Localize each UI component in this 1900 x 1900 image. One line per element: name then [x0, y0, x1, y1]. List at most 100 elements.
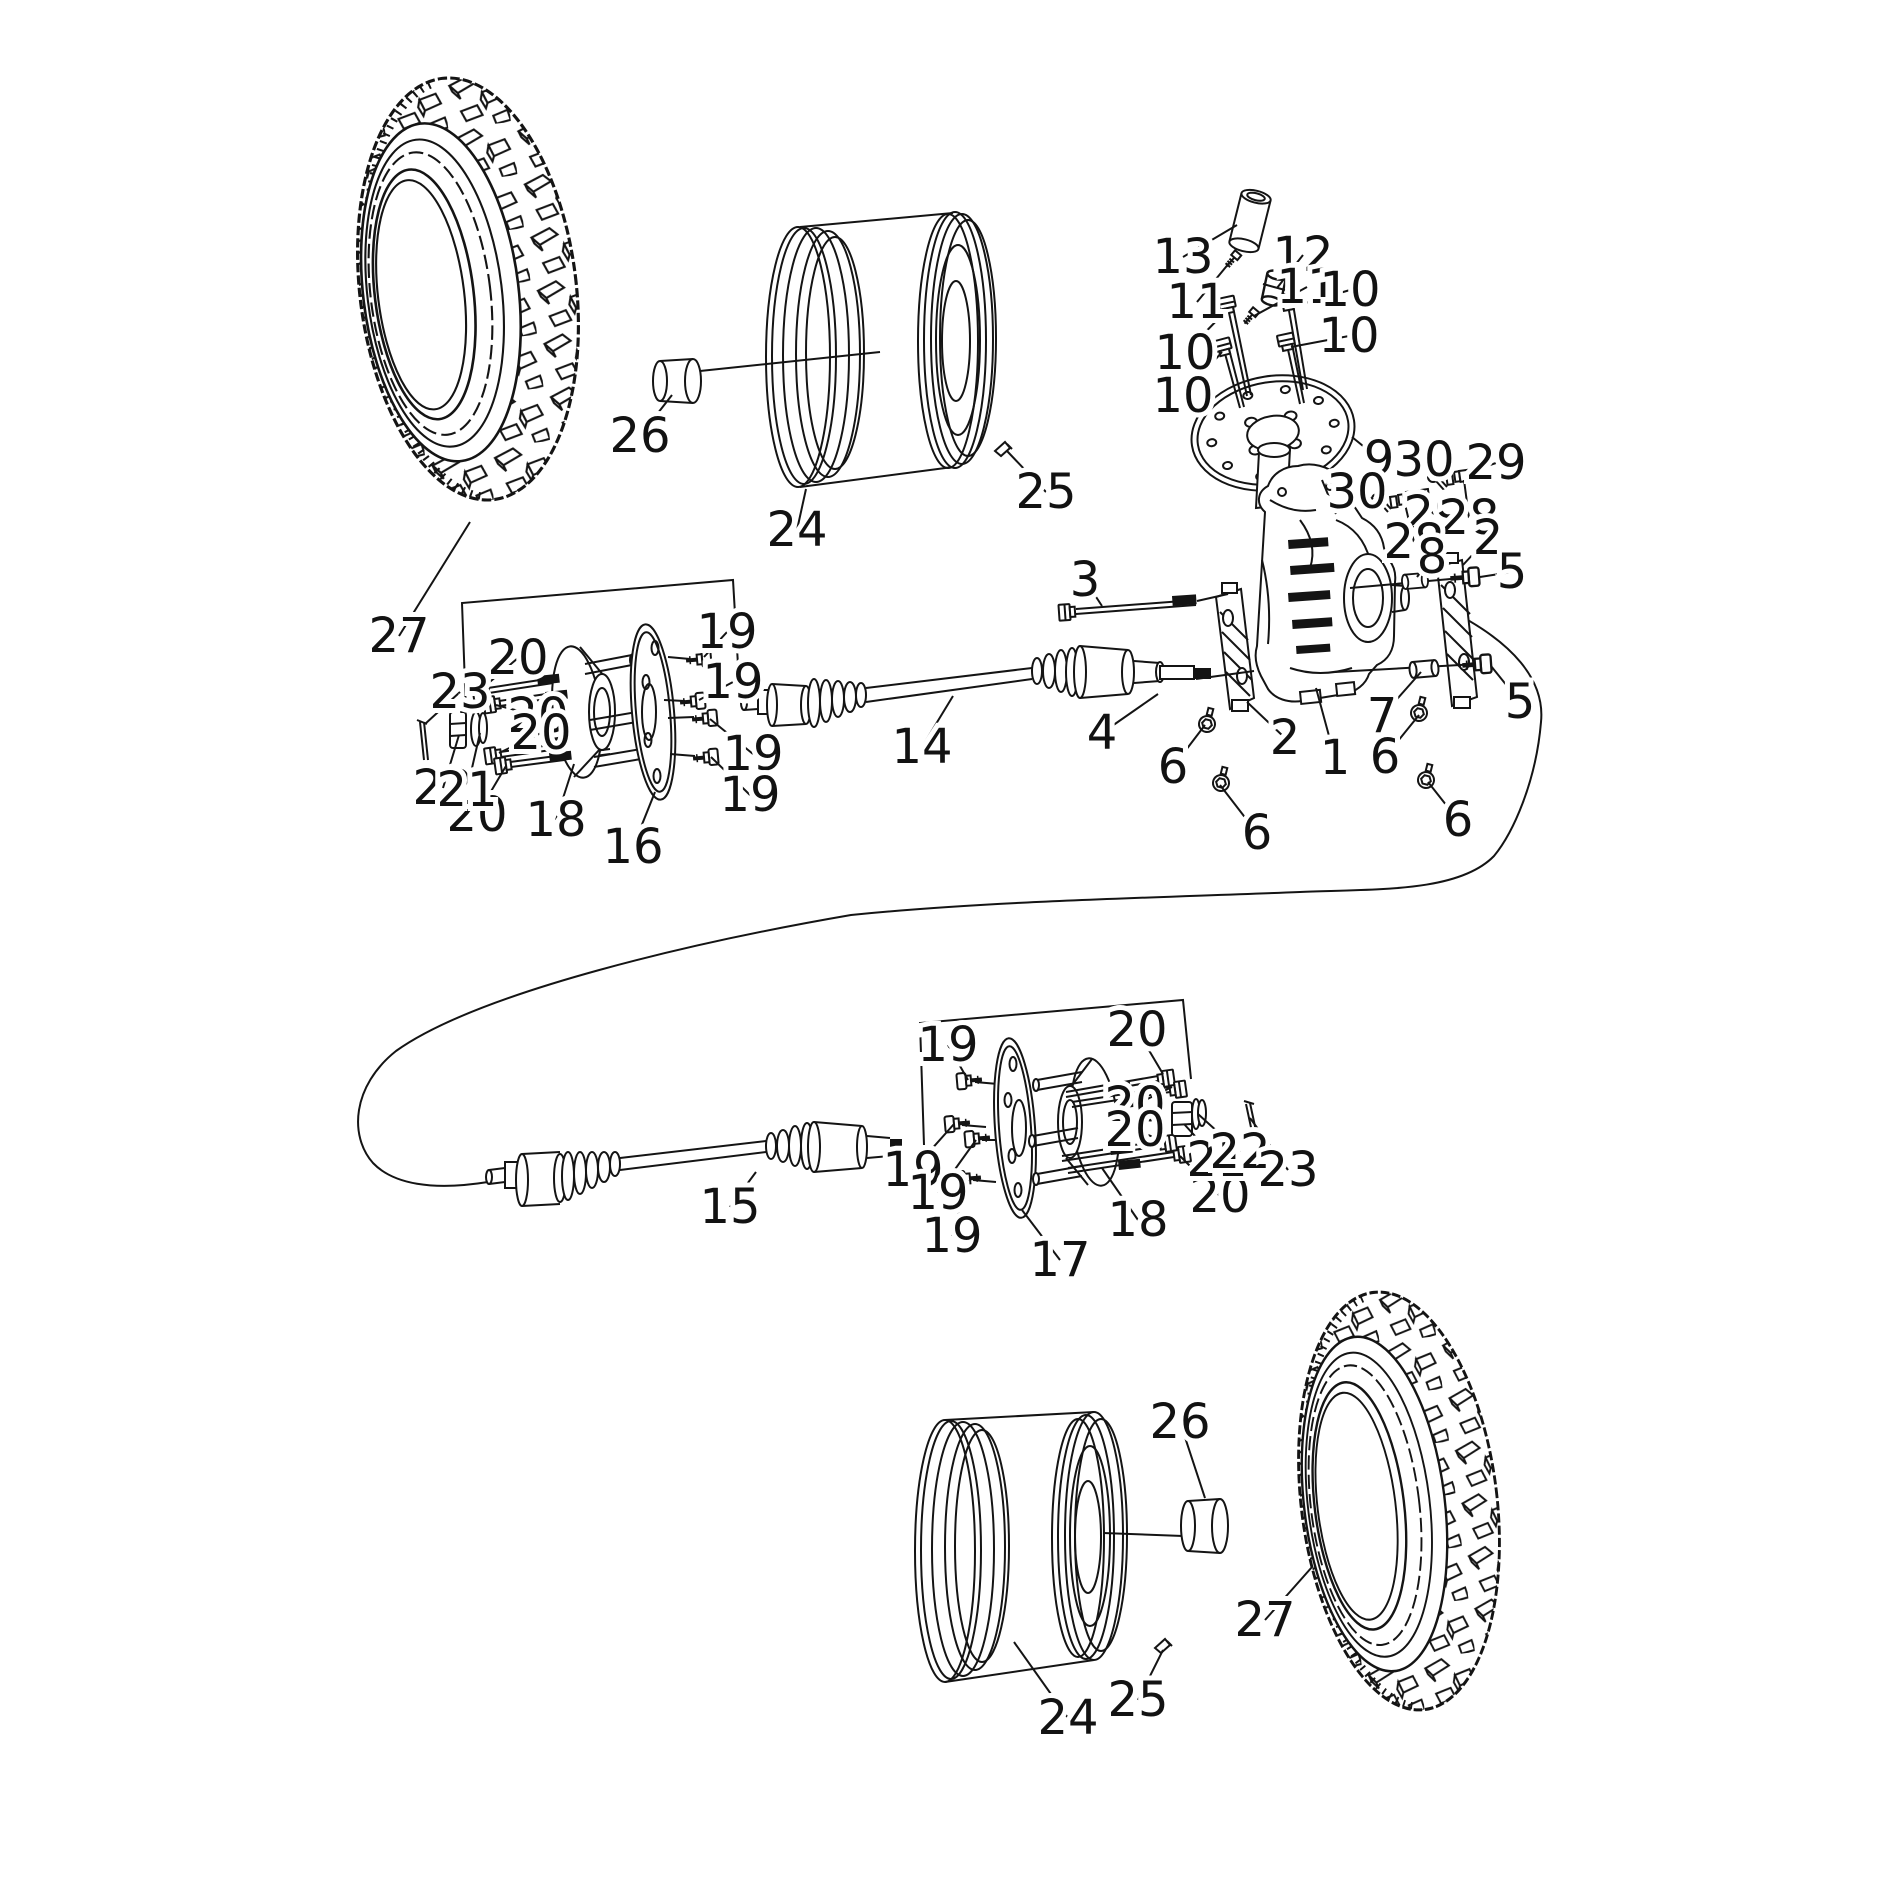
leader-line-part-24	[796, 488, 807, 531]
leader-line-part-20	[1179, 1155, 1221, 1197]
leader-line-part-20	[1136, 1029, 1164, 1075]
part-label-6: 6	[1370, 729, 1401, 785]
valve-stem-bottom	[1153, 1637, 1173, 1655]
part-label-19: 19	[702, 654, 763, 710]
part-label-6: 6	[1443, 792, 1474, 848]
part-label-20: 20	[507, 688, 568, 744]
leader-line-part-20	[1134, 1129, 1165, 1142]
part-label-22: 22	[412, 760, 473, 816]
part-label-19: 19	[882, 1142, 943, 1198]
leader-line-part-28	[1463, 479, 1470, 519]
leader-line-part-6	[1172, 724, 1206, 768]
leader-line-part-20	[498, 732, 542, 754]
part-label-28: 28	[1438, 490, 1499, 546]
part-label-19: 19	[719, 767, 780, 823]
part-label-19: 19	[696, 604, 757, 660]
part-label-18: 18	[525, 792, 586, 848]
wheel-studs-20-rear	[1061, 1068, 1193, 1174]
brake-disc-16	[629, 623, 677, 801]
part-label-30: 30	[1326, 464, 1387, 520]
leader-line-part-9	[1351, 436, 1380, 460]
leader-line-part-28	[1403, 499, 1415, 543]
part-label-20: 20	[487, 630, 548, 686]
leader-line-part-19	[698, 681, 734, 701]
part-label-26: 26	[1149, 1394, 1210, 1450]
part-label-20: 20	[1189, 1168, 1250, 1224]
part-label-14: 14	[891, 719, 952, 775]
part-label-3: 3	[1070, 552, 1101, 608]
part-label-12: 12	[1272, 227, 1333, 283]
lock-22-front	[449, 711, 467, 749]
part-label-19: 19	[907, 1165, 968, 1221]
caliper-bracket-left	[1214, 582, 1256, 712]
leader-line-part-19	[709, 718, 754, 755]
part-label-18: 18	[1107, 1192, 1168, 1248]
disc-bolts-10	[1212, 291, 1308, 409]
part-label-25: 25	[1015, 464, 1076, 520]
leader-line-part-2	[1462, 537, 1489, 566]
leader-line-part-19	[703, 631, 728, 658]
part-label-26: 26	[609, 408, 670, 464]
leader-line-part-21	[1183, 1123, 1218, 1161]
leader-line-part-17	[1021, 1209, 1061, 1261]
leader-line-part-4	[1101, 693, 1159, 734]
leader-line-part-23	[424, 691, 461, 725]
leader-line-part-20	[495, 704, 539, 717]
part-label-10: 10	[1319, 262, 1380, 318]
part-label-10: 10	[1154, 325, 1215, 381]
part-label-2: 2	[1473, 510, 1504, 566]
leader-line-part-18	[555, 763, 575, 821]
leader-line-part-2	[1246, 701, 1286, 739]
part-label-19: 19	[921, 1208, 982, 1264]
part-label-23: 23	[1257, 1142, 1318, 1198]
leader-line-part-7	[1381, 671, 1422, 717]
leader-line-part-19	[912, 1123, 955, 1171]
part-label-19: 19	[917, 1017, 978, 1073]
leader-line-part-26	[1179, 1421, 1206, 1499]
part-label-21: 21	[436, 762, 497, 818]
leader-line-part-22	[1197, 1113, 1241, 1153]
hardware-cluster-28-29-30-right	[1427, 465, 1483, 491]
part-label-20: 20	[510, 705, 571, 761]
part-label-25: 25	[1107, 1672, 1168, 1728]
brake-disc-17	[993, 1037, 1037, 1219]
part-label-17: 17	[1029, 1232, 1090, 1288]
part-label-20: 20	[1104, 1102, 1165, 1158]
part-label-23: 23	[429, 664, 490, 720]
leader-line-part-24	[1013, 1641, 1069, 1719]
bushing-12	[1259, 267, 1289, 309]
part-label-5: 5	[1505, 674, 1536, 730]
leader-line-part-10	[1182, 351, 1223, 397]
leader-line-part-30	[1356, 491, 1376, 501]
leader-line-part-19	[951, 1179, 969, 1237]
bushing-7	[1407, 658, 1441, 680]
cap-13	[1228, 188, 1272, 254]
leader-line-part-11	[1196, 261, 1231, 303]
part-label-22: 22	[1209, 1124, 1270, 1180]
leader-line-part-10	[1184, 311, 1226, 354]
leader-line-part-12	[1276, 254, 1304, 289]
leader-line-part-15	[729, 1171, 757, 1208]
front-hub-assembly	[416, 623, 721, 801]
part-label-10: 10	[1152, 368, 1213, 424]
group-box-rear-hub	[918, 998, 1192, 1146]
axle-shaft-15	[485, 1121, 902, 1207]
part-label-21: 21	[1186, 1132, 1247, 1188]
leader-line-part-13	[1182, 224, 1238, 258]
part-label-15: 15	[699, 1179, 760, 1235]
leader-line-part-19	[710, 756, 751, 796]
tire-bottom-right	[1276, 1281, 1521, 1722]
leader-line-part-27	[398, 521, 471, 637]
part-label-16: 16	[602, 819, 663, 875]
leader-line-part-8	[1416, 556, 1433, 578]
part-label-8: 8	[1417, 529, 1448, 585]
tire-top-left	[335, 65, 601, 513]
part-label-27: 27	[368, 608, 429, 664]
part-label-24: 24	[1037, 1690, 1098, 1746]
leader-line-part-6	[1384, 714, 1420, 758]
leader-line-part-5	[1490, 665, 1521, 703]
part-label-9: 9	[1364, 431, 1395, 487]
